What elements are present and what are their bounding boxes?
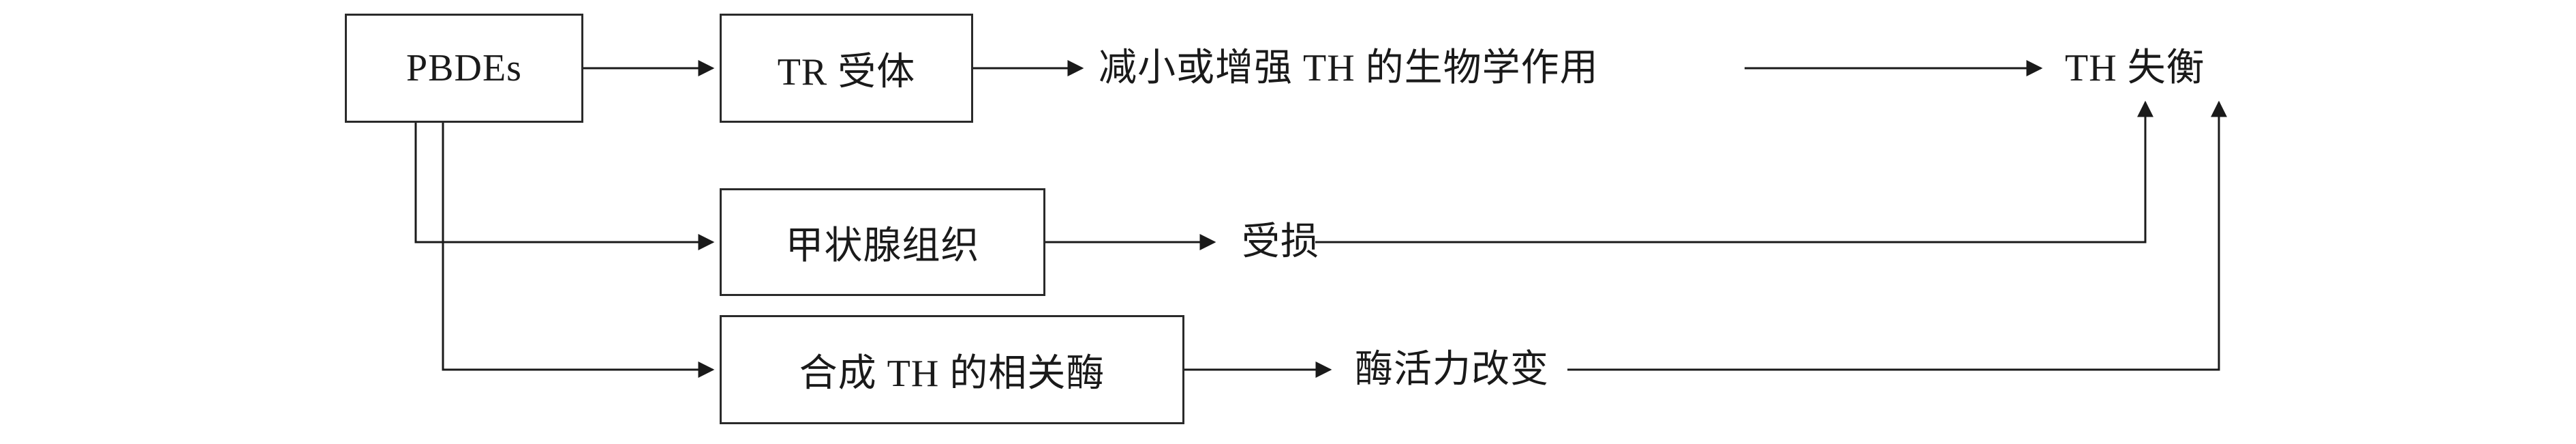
node-synthesis-enzymes-label: 合成 TH 的相关酶 [799,352,1105,395]
node-synthesis-enzymes: 合成 TH 的相关酶 [720,315,1184,424]
label-damaged: 受损 [1242,221,1319,263]
node-tr-receptor-label: TR 受体 [777,50,916,93]
label-th-imbalance: TH 失衡 [2065,47,2205,89]
node-pbdes-label: PBDEs [406,47,522,89]
node-thyroid-tissue: 甲状腺组织 [720,188,1045,296]
node-thyroid-tissue-label: 甲状腺组织 [785,224,980,267]
label-biological-effect: 减小或增强 TH 的生物学作用 [1099,47,1599,89]
node-pbdes: PBDEs [345,14,583,123]
arrow-pbdes-to-thyroid-tissue [414,123,715,250]
node-tr-receptor: TR 受体 [720,14,973,123]
label-enzyme-activity-change: 酶活力改变 [1355,349,1549,391]
arrow-activity-change-to-th-imbalance [1567,100,2227,371]
arrow-damaged-to-th-imbalance [1315,100,2153,243]
arrow-pbdes-to-synthesis-enzymes [442,123,715,378]
